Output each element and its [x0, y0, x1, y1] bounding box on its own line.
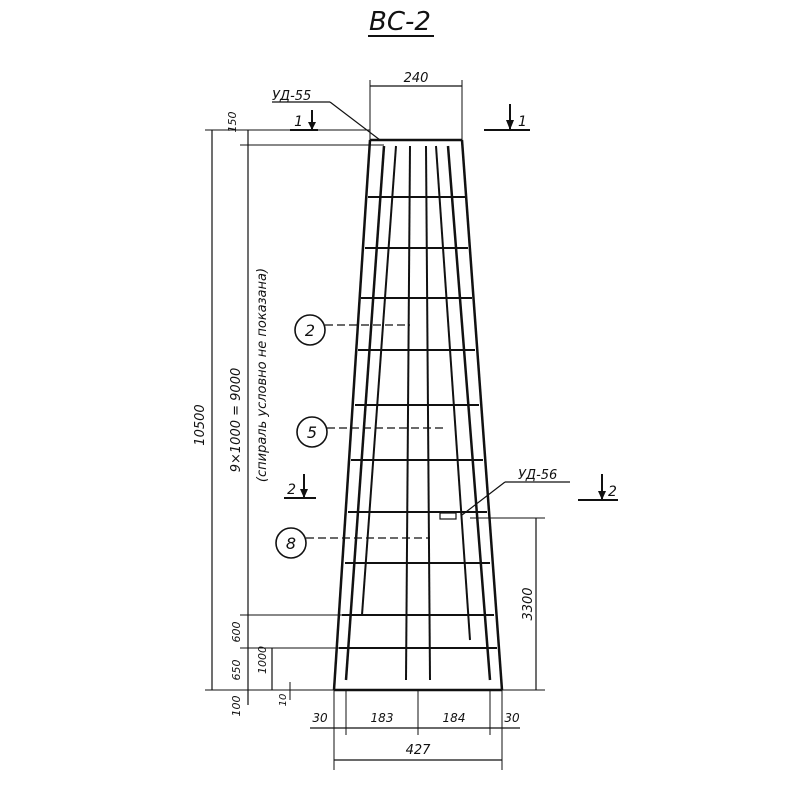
drawing-title: ВС-2: [369, 7, 431, 37]
svg-text:2: 2: [608, 484, 617, 500]
dim-left-chain: 150 10500 9×1000 = 9000 (спираль условно…: [193, 112, 384, 717]
horizontal-ties: [339, 196, 497, 649]
svg-text:650: 650: [230, 660, 243, 681]
svg-text:183: 183: [371, 711, 394, 725]
svg-text:100: 100: [230, 696, 243, 717]
svg-text:9×1000 = 9000: 9×1000 = 9000: [229, 368, 244, 473]
svg-text:240: 240: [404, 71, 429, 86]
svg-text:600: 600: [230, 622, 243, 643]
svg-text:150: 150: [226, 112, 239, 133]
dim-right-3300: 3300: [470, 517, 545, 691]
embedded-part-ud56: УД-56: [439, 468, 570, 520]
dim-bottom: 30 183 184 30 427: [310, 690, 520, 770]
section-mark-2-right: 2: [578, 474, 618, 501]
svg-text:10500: 10500: [193, 404, 208, 445]
embedded-part-ud55: УД-55: [272, 89, 381, 141]
svg-text:2: 2: [305, 321, 315, 340]
section-mark-1-left: 1: [290, 110, 318, 131]
svg-text:5: 5: [307, 423, 317, 442]
section-mark-2-left: 2: [284, 474, 316, 499]
dim-top-width: 240: [369, 71, 463, 140]
longitudinal-bars: [344, 145, 492, 681]
svg-text:30: 30: [312, 711, 328, 725]
svg-text:184: 184: [443, 711, 466, 725]
svg-text:2: 2: [287, 482, 296, 498]
svg-text:(спираль условно не показана): (спираль условно не показана): [255, 268, 270, 482]
svg-text:8: 8: [286, 534, 296, 553]
pole-outline: [332, 138, 504, 692]
svg-text:УД-56: УД-56: [518, 468, 557, 483]
svg-text:427: 427: [406, 743, 432, 758]
svg-text:УД-55: УД-55: [272, 89, 311, 104]
svg-text:1000: 1000: [256, 646, 269, 674]
svg-text:10: 10: [278, 694, 289, 707]
svg-text:3300: 3300: [521, 587, 536, 620]
svg-text:1: 1: [518, 114, 527, 130]
section-mark-1-right: 1: [484, 104, 530, 131]
callout-2: 2: [294, 314, 410, 346]
svg-text:30: 30: [504, 711, 520, 725]
svg-text:1: 1: [294, 114, 303, 130]
callout-5: 5: [296, 416, 445, 448]
callout-8: 8: [275, 527, 430, 559]
